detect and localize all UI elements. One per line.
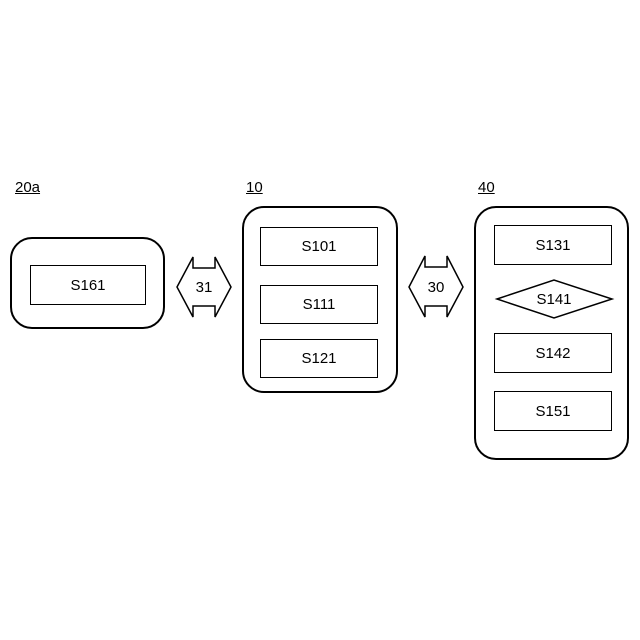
connector-label-31: 31	[196, 279, 213, 296]
connector-label-30: 30	[428, 279, 445, 296]
decision-label-s141: S141	[536, 291, 571, 308]
